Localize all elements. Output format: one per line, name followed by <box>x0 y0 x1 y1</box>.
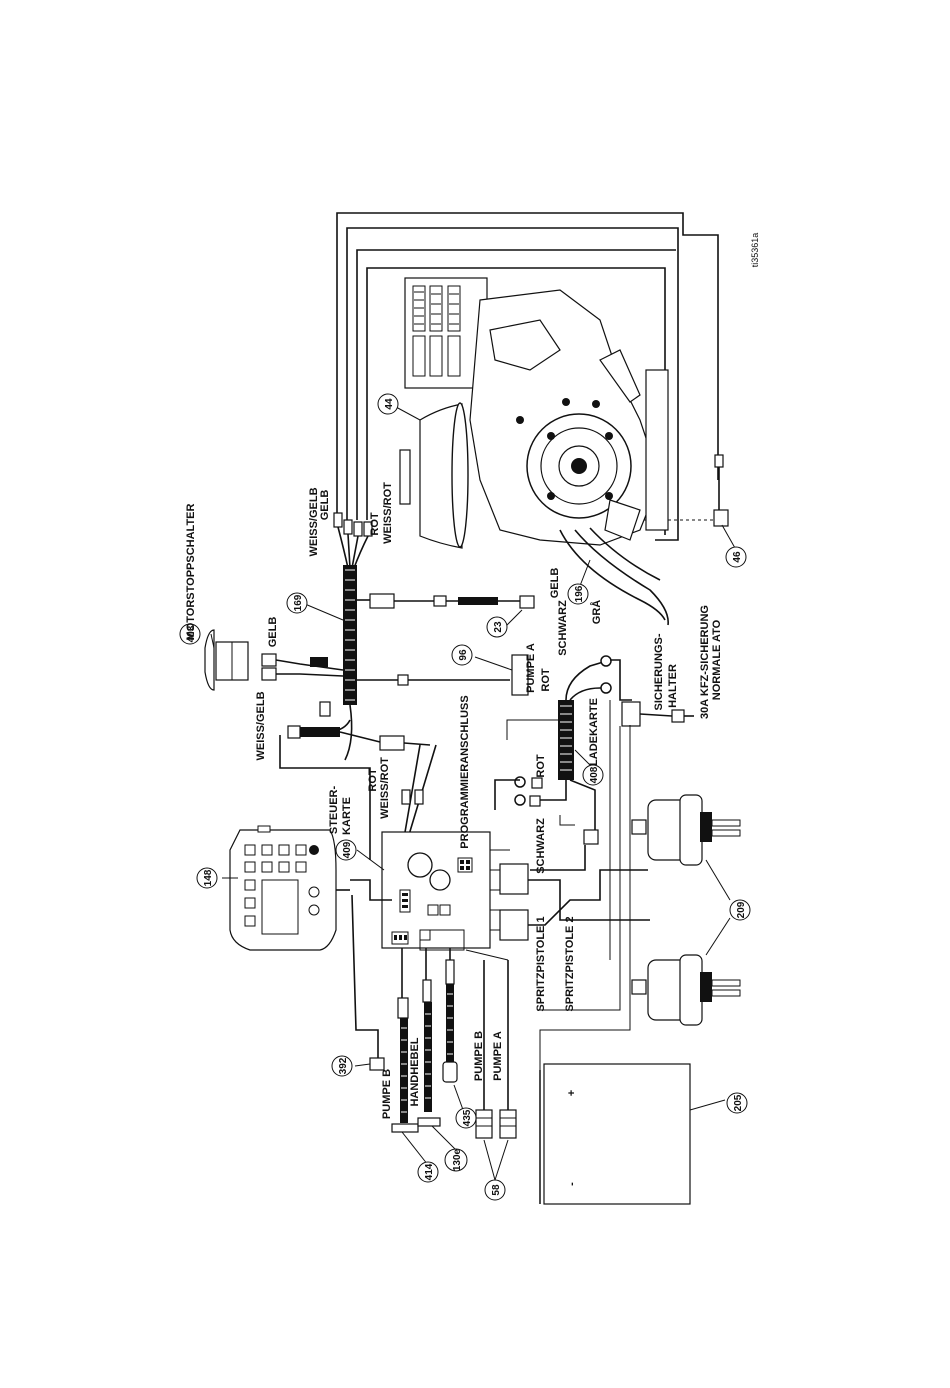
label-gelb-top: GELB <box>319 490 331 521</box>
callout-196: 196 <box>567 583 589 605</box>
svg-text:392: 392 <box>338 1057 349 1074</box>
bottom-cables <box>369 948 517 1139</box>
label-kfz-1: 30A KFZ-SICHERUNG <box>699 605 711 719</box>
callout-23: 23 <box>486 616 508 638</box>
svg-text:169: 169 <box>293 594 304 611</box>
svg-text:46: 46 <box>732 551 743 563</box>
label-schwarz-lade: SCHWARZ <box>535 818 547 874</box>
callout-46: 46 <box>725 546 747 568</box>
label-pumpe-b-low: PUMPE B <box>473 1031 485 1081</box>
label-handhebel: HANDHEBEL <box>409 1037 421 1106</box>
svg-text:409: 409 <box>342 841 353 858</box>
callout-44: 44 <box>377 393 399 415</box>
label-pumpe-b-left: PUMPE B <box>381 1069 393 1119</box>
label-steuerkarte-1: STEUER- <box>328 786 340 835</box>
callout-169: 169 <box>286 592 308 614</box>
svg-text:196: 196 <box>574 585 585 602</box>
label-pumpe-a-top: PUMPE A <box>525 643 537 693</box>
callout-408: 408 <box>582 764 604 786</box>
engine <box>399 277 669 626</box>
labels: ti35361a MOTORSTOPPSCHALTER GELB WEISS/G… <box>185 233 760 1186</box>
label-gra: GRÅ <box>590 600 603 625</box>
svg-text:23: 23 <box>493 621 504 633</box>
label-steuerkarte-2: KARTE <box>341 797 353 835</box>
svg-text:130e: 130e <box>452 1148 463 1171</box>
callout-130e: 130e <box>444 1148 468 1172</box>
label-weiss-rot-top: WEISS/ROT <box>382 482 394 544</box>
svg-text:58: 58 <box>491 1184 502 1196</box>
label-gelb-stop: GELB <box>267 617 279 648</box>
callouts: 44 46 23 96 169 196 403 408 409 148 209 … <box>179 393 751 1201</box>
svg-text:209: 209 <box>736 901 747 918</box>
control-harness <box>279 701 437 860</box>
svg-text:96: 96 <box>458 649 469 661</box>
label-rot-pumpe: ROT <box>540 668 552 692</box>
reference-id: ti35361a <box>750 233 760 268</box>
label-spritzpistole-2: SPRITZPISTOLE 2 <box>564 916 576 1011</box>
sensor-46 <box>713 454 729 527</box>
callout-58: 58 <box>484 1179 506 1201</box>
svg-text:148: 148 <box>203 869 214 886</box>
battery-plus: + <box>566 1090 578 1096</box>
svg-text:414: 414 <box>424 1163 435 1180</box>
motor-stop-switch <box>204 629 344 691</box>
label-weiss-gelb-top: WEISS/GELB <box>308 487 320 556</box>
harness-169 <box>333 512 535 761</box>
label-weiss-gelb-stop: WEISS/GELB <box>255 691 267 760</box>
callout-209: 209 <box>729 899 751 921</box>
label-programmieranschluss: PROGRAMMIERANSCHLUSS <box>459 695 471 848</box>
leader-lines <box>210 406 736 1181</box>
label-kfz-2: NORMALE ATO <box>711 619 723 700</box>
label-rot-mid: ROT <box>367 768 379 792</box>
callout-409: 409 <box>335 839 357 861</box>
callout-205: 205 <box>726 1092 748 1114</box>
svg-text:435: 435 <box>462 1109 473 1126</box>
svg-text:44: 44 <box>384 398 395 410</box>
callout-414: 414 <box>417 1161 439 1183</box>
control-board <box>350 831 529 1060</box>
spray-gun-transducers <box>528 794 741 1026</box>
label-spritzpistole-1: SPRITZPISTOLE 1 <box>535 916 547 1011</box>
label-rot-lade: ROT <box>535 754 547 778</box>
callout-403: 403 <box>179 623 201 645</box>
battery-minus: - <box>566 1182 578 1186</box>
label-rot-top: ROT <box>369 512 381 536</box>
label-sicherungshalter-1: SICHERUNGS- <box>653 633 665 710</box>
label-sicherungshalter-2: HALTER <box>667 664 679 708</box>
label-motorstoppschalter: MOTORSTOPPSCHALTER <box>185 503 197 640</box>
callout-435: 435 <box>455 1107 477 1129</box>
display-unit <box>229 825 350 951</box>
label-gelb-motor: GELB <box>549 568 561 599</box>
svg-text:403: 403 <box>186 625 197 642</box>
label-ladekarte: LADEKARTE <box>588 698 600 766</box>
callout-392: 392 <box>331 1055 353 1077</box>
label-pumpe-a-low: PUMPE A <box>492 1031 504 1081</box>
svg-text:408: 408 <box>589 766 600 783</box>
callout-96: 96 <box>451 644 473 666</box>
label-weiss-rot-mid: WEISS/ROT <box>379 757 391 819</box>
label-schwarz-top: SCHWARZ <box>557 600 569 656</box>
svg-text:205: 205 <box>733 1094 744 1111</box>
battery <box>539 1063 691 1205</box>
charger-board <box>494 655 694 1070</box>
callout-148: 148 <box>196 867 218 889</box>
air-filter-fins <box>412 285 461 377</box>
